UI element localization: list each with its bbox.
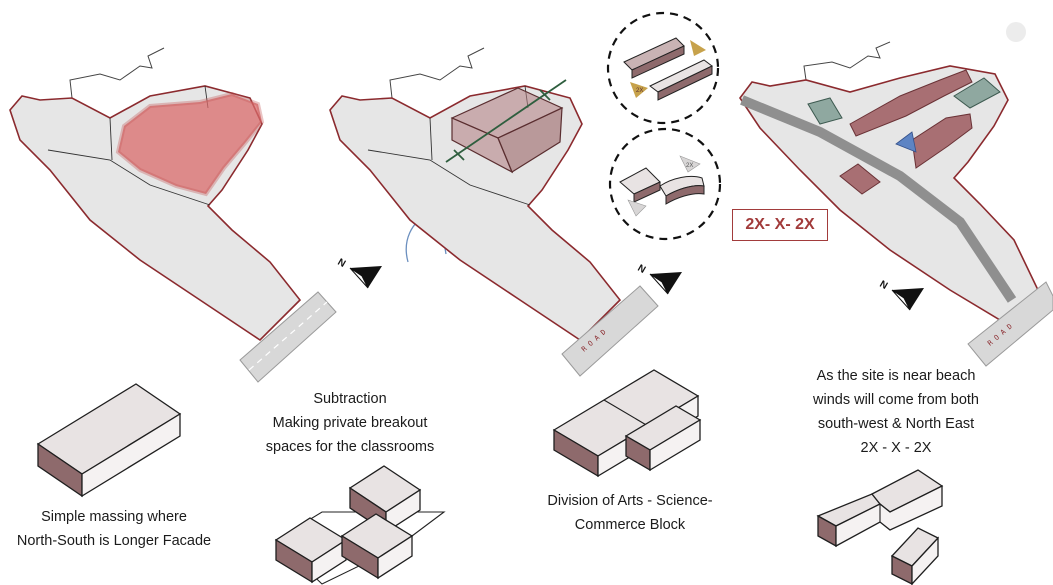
massing-wind-orientation	[816, 469, 944, 585]
wind-wedge-icon	[627, 199, 647, 217]
caption-division: Division of Arts - Science- Commerce Blo…	[520, 489, 740, 537]
caption-wind: As the site is near beach winds will com…	[786, 364, 1006, 460]
site-plan-2: R O A D	[329, 47, 659, 377]
road-strip-2: R O A D	[561, 285, 659, 377]
massing-simple	[36, 383, 182, 498]
north-label: N	[336, 257, 348, 270]
wind-wedge-icon	[630, 82, 648, 98]
north-label: N	[636, 263, 648, 276]
site-plan-4: R O A D	[739, 41, 1053, 367]
caption-simple-massing: Simple massing where North-South is Long…	[0, 505, 228, 553]
context-outline-4	[803, 41, 891, 81]
caption-line: Simple massing where	[41, 509, 187, 525]
north-arrow-2: N	[636, 263, 682, 295]
main-road-band	[740, 95, 1017, 303]
caption-line: Division of Arts - Science-	[547, 493, 713, 509]
caption-line: Making private breakout	[272, 415, 428, 431]
site-axis-line	[445, 79, 567, 163]
caption-line: Commerce Block	[574, 517, 686, 533]
wedge-label: 2X	[686, 163, 693, 169]
caption-line: Subtraction	[313, 391, 387, 407]
road-strip-1	[239, 291, 337, 383]
massing-subtraction	[274, 465, 446, 585]
caption-line: 2X - X - 2X	[860, 440, 932, 456]
north-arrow-4: N	[878, 279, 924, 311]
wind-study-circle-top: 2X	[606, 11, 720, 125]
caption-line: winds will come from both	[813, 392, 979, 408]
building-blocks	[807, 69, 1001, 195]
caption-line: south-west & North East	[817, 416, 975, 432]
massing-division	[552, 369, 702, 478]
wind-wedge-icon	[690, 40, 706, 56]
proposed-mass-footprint	[115, 91, 265, 197]
decorative-dot	[1006, 22, 1026, 42]
road-strip-4: R O A D	[967, 281, 1053, 367]
wedge-label: 2X	[636, 88, 643, 94]
wind-study-circle-bottom: 2X	[608, 127, 722, 241]
north-arrow-1: N	[336, 257, 382, 289]
north-label: N	[878, 279, 890, 292]
caption-subtraction: Subtraction Making private breakout spac…	[240, 387, 460, 459]
wind-wedge-icon	[679, 155, 701, 173]
caption-line: North-South is Longer Facade	[16, 533, 212, 549]
caption-line: spaces for the classrooms	[265, 439, 435, 455]
caption-line: As the site is near beach	[816, 368, 976, 384]
site-plan-1	[9, 47, 337, 383]
ratio-label-box: 2X- X- 2X	[732, 209, 828, 241]
